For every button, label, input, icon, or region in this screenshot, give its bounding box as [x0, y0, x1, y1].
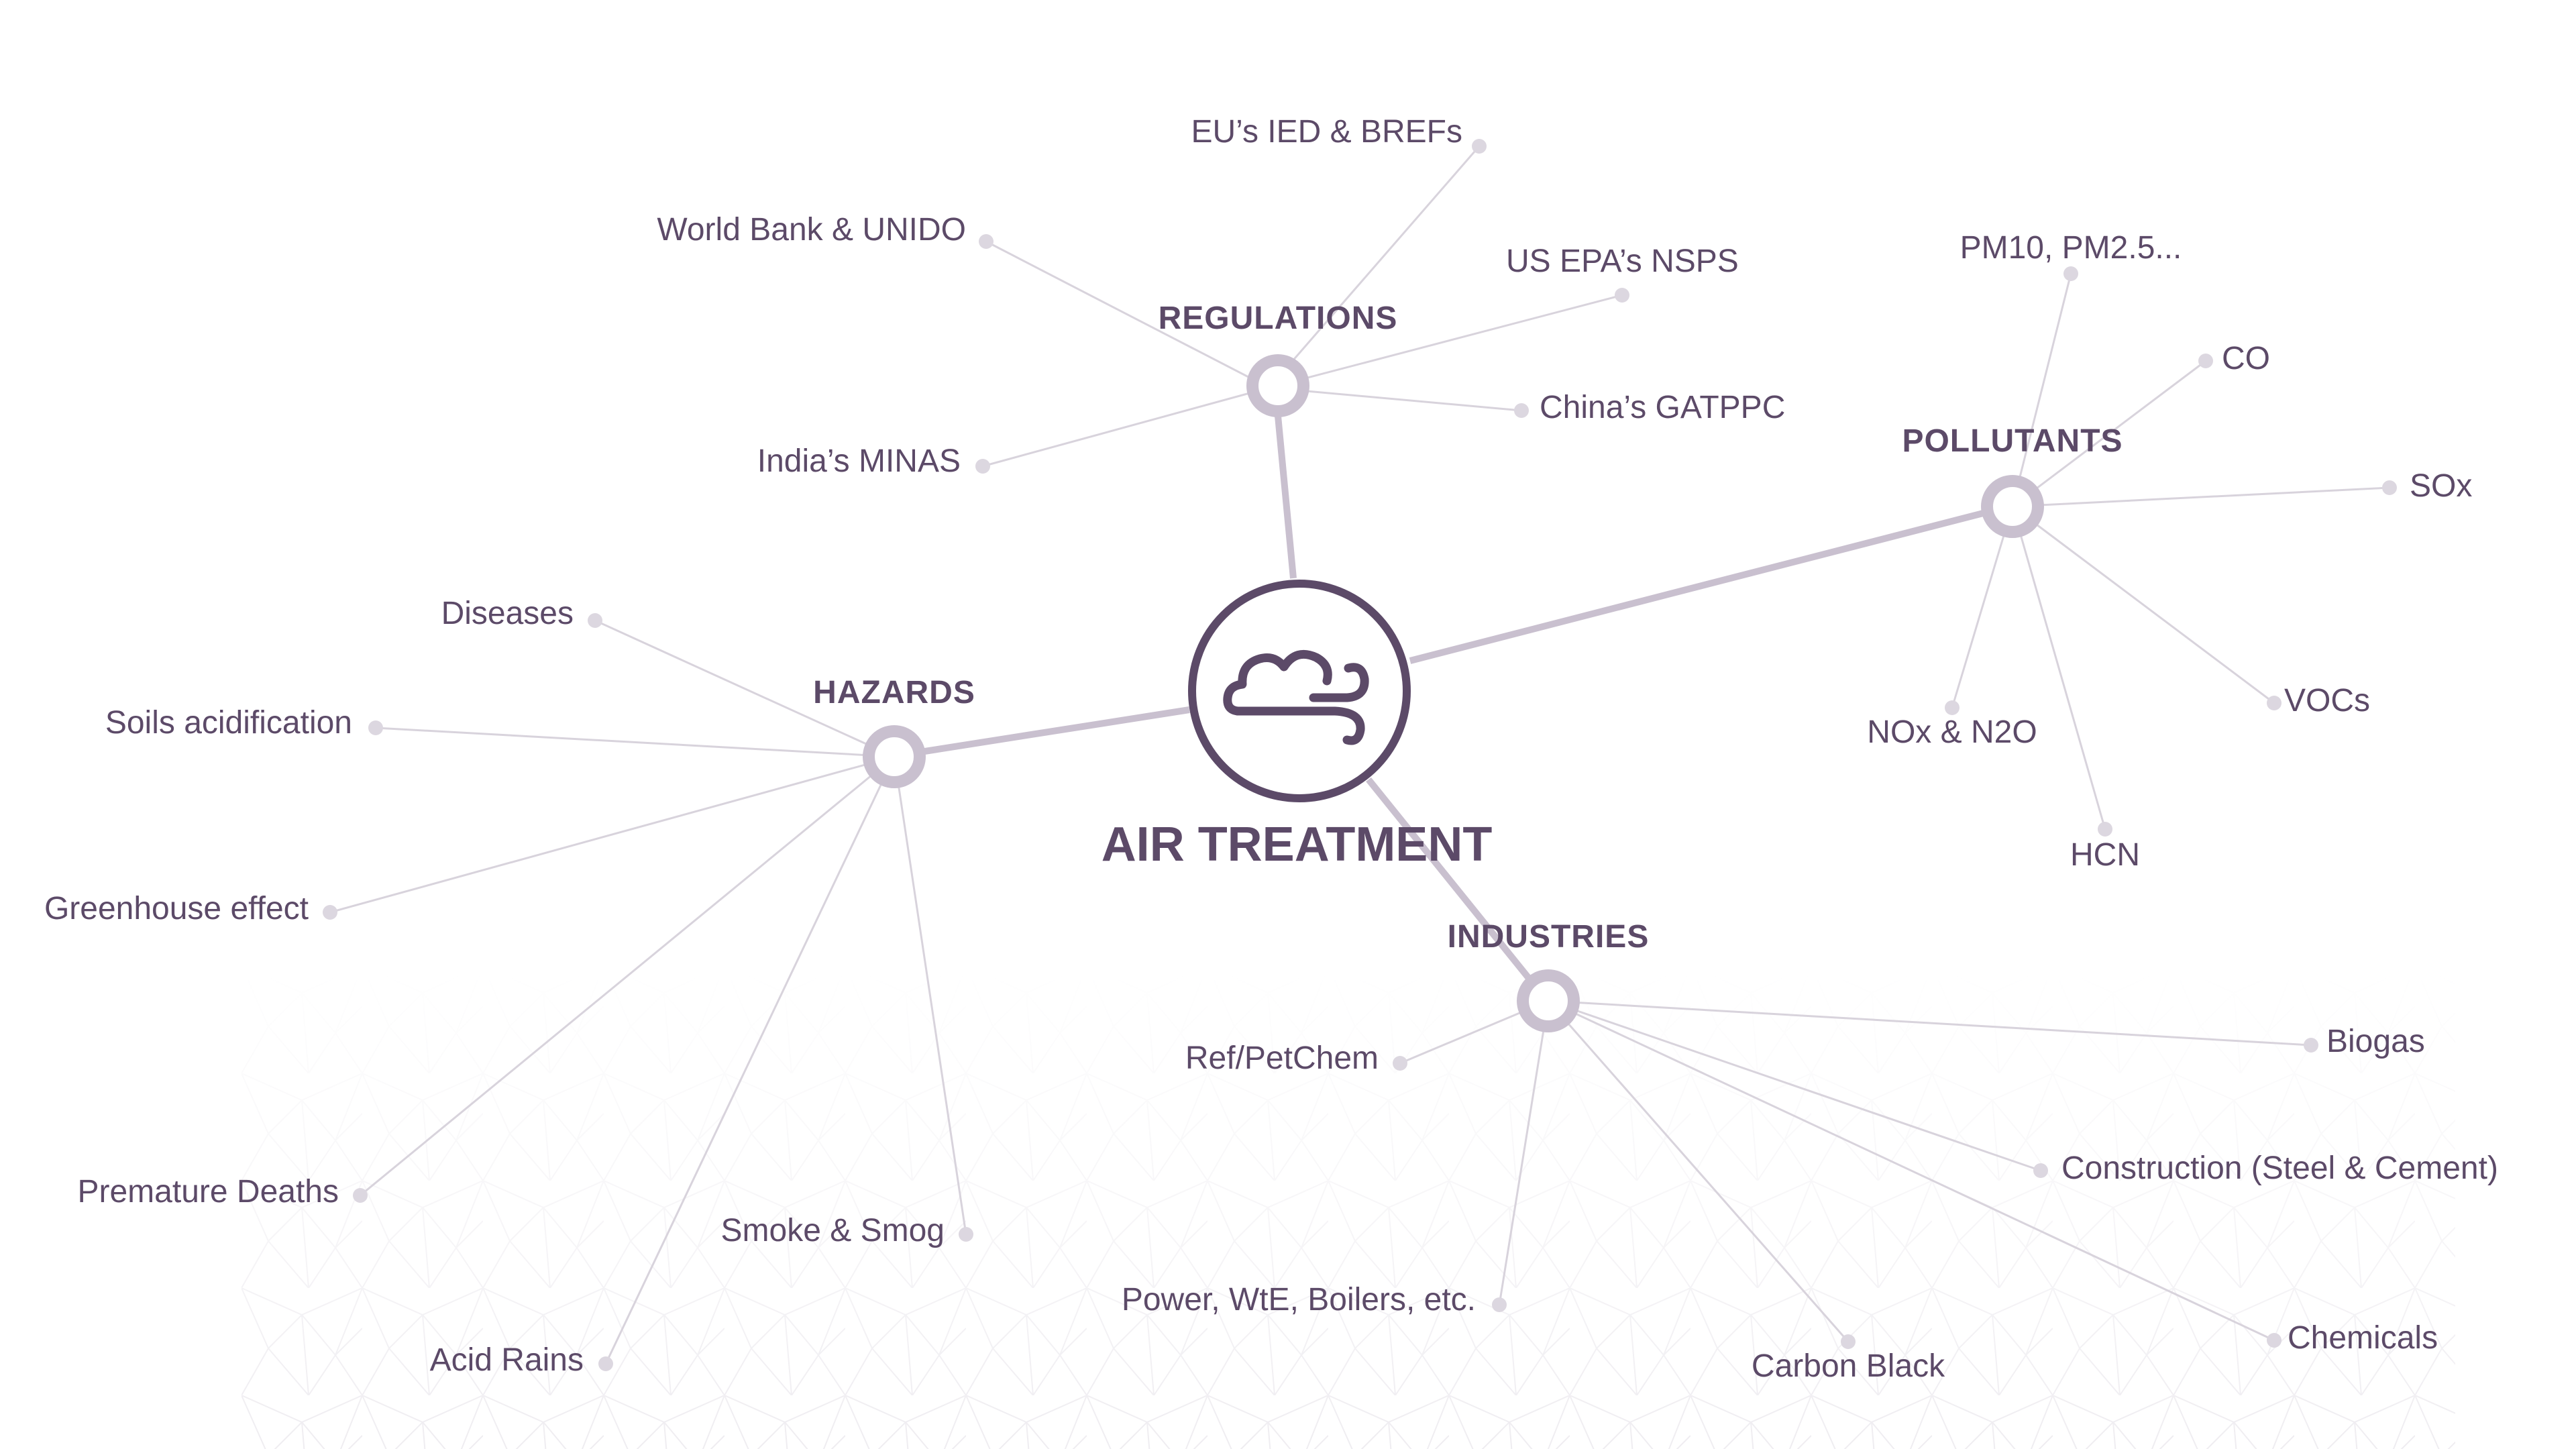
line-industries-leaf-4: [1547, 1000, 1849, 1342]
line-pollutants-leaf-3: [2012, 505, 2275, 704]
line-hazards-leaf-1: [375, 727, 895, 758]
dot-pollutants-leaf-2: [2382, 480, 2397, 495]
connector-pollutants: [1409, 508, 1990, 664]
hub-industries[interactable]: [1517, 969, 1580, 1032]
dot-industries-leaf-3: [2267, 1333, 2282, 1348]
leaf-dots: [323, 139, 2397, 1371]
hub-regulations[interactable]: [1246, 354, 1309, 417]
hub-nodes: [863, 354, 2044, 1032]
connector-industries: [1366, 777, 1534, 983]
line-hazards-leaf-0: [594, 619, 895, 758]
branch-label-regulations: REGULATIONS: [1159, 301, 1398, 336]
line-hazards-leaf-3: [360, 755, 895, 1197]
dot-regulations-leaf-4: [975, 459, 990, 474]
leaf-industries-4: Carbon Black: [1752, 1348, 1945, 1384]
center-label: AIR TREATMENT: [1102, 818, 1493, 871]
leaf-regulations-4: India’s MINAS: [757, 443, 961, 479]
leaf-pollutants-5: NOx & N2O: [1867, 714, 2037, 750]
leaf-hazards-5: Acid Rains: [430, 1342, 584, 1378]
main-connectors: [920, 415, 1990, 983]
dot-regulations-leaf-1: [979, 234, 994, 249]
hub-labels: REGULATIONS POLLUTANTS HAZARDS INDUSTRIE…: [813, 301, 2123, 955]
connector-hazards: [920, 706, 1190, 755]
leaf-pollutants-4: HCN: [2070, 837, 2140, 873]
leaf-industries-1: Biogas: [2326, 1024, 2425, 1059]
dot-pollutants-leaf-4: [2098, 822, 2112, 837]
line-pollutants-leaf-5: [1951, 506, 2014, 708]
cloud-wind-icon: [1223, 649, 1369, 745]
leaf-regulations-3: China’s GATPPC: [1540, 390, 1785, 425]
hub-pollutants[interactable]: [1981, 475, 2044, 538]
dot-hazards-leaf-5: [598, 1356, 613, 1371]
branch-label-pollutants: POLLUTANTS: [1902, 423, 2123, 459]
line-pollutants-leaf-4: [2011, 506, 2106, 830]
dot-pollutants-leaf-5: [1945, 700, 1960, 715]
dot-hazards-leaf-0: [588, 613, 602, 628]
leaf-hazards-2: Greenhouse effect: [44, 891, 309, 926]
dot-hazards-leaf-1: [368, 720, 383, 735]
leaf-pollutants-1: CO: [2222, 341, 2270, 376]
dot-regulations-leaf-2: [1615, 288, 1629, 303]
leaf-regulations-0: EU’s IED & BREFs: [1191, 114, 1462, 150]
dot-industries-leaf-2: [2033, 1163, 2048, 1178]
line-pollutants-leaf-0: [2011, 273, 2072, 507]
branch-label-industries: INDUSTRIES: [1448, 919, 1650, 955]
line-industries-leaf-5: [1498, 1000, 1550, 1305]
dot-hazards-leaf-2: [323, 905, 337, 920]
leaf-industries-3: Chemicals: [2288, 1320, 2438, 1356]
line-pollutants-leaf-1: [2012, 360, 2206, 508]
dot-pollutants-leaf-1: [2198, 354, 2213, 368]
dot-industries-leaf-1: [2304, 1038, 2318, 1053]
line-regulations-leaf-2: [1269, 294, 1623, 389]
dot-industries-leaf-4: [1841, 1334, 1856, 1349]
leaf-lines: [329, 146, 2390, 1364]
dot-pollutants-leaf-0: [2063, 266, 2078, 281]
line-regulations-leaf-1: [985, 240, 1270, 389]
leaf-regulations-2: US EPA’s NSPS: [1506, 244, 1739, 279]
leaf-industries-2: Construction (Steel & Cement): [2061, 1150, 2498, 1186]
dot-pollutants-leaf-3: [2267, 696, 2282, 710]
line-hazards-leaf-4: [893, 756, 967, 1235]
line-pollutants-leaf-2: [2012, 486, 2390, 508]
connector-regulations: [1275, 415, 1297, 579]
leaf-hazards-0: Diseases: [441, 596, 574, 631]
dot-hazards-leaf-3: [353, 1188, 368, 1203]
line-industries-leaf-2: [1548, 1000, 2041, 1172]
dot-hazards-leaf-4: [959, 1227, 973, 1242]
line-industries-leaf-1: [1548, 1000, 2312, 1046]
center-node[interactable]: AIR TREATMENT: [1102, 580, 1493, 871]
leaf-industries-0: Ref/PetChem: [1185, 1040, 1379, 1076]
leaf-hazards-1: Soils acidification: [105, 705, 352, 741]
branch-label-hazards: HAZARDS: [813, 675, 975, 710]
center-ring: [1188, 580, 1411, 802]
line-regulations-leaf-0: [1268, 146, 1481, 388]
dot-industries-leaf-0: [1393, 1056, 1407, 1071]
line-regulations-leaf-4: [982, 386, 1270, 468]
leaf-regulations-1: World Bank & UNIDO: [657, 212, 966, 248]
leaf-hazards-4: Smoke & Smog: [721, 1213, 945, 1248]
dot-regulations-leaf-0: [1472, 139, 1487, 154]
line-hazards-leaf-2: [329, 755, 895, 914]
leaf-industries-5: Power, WtE, Boilers, etc.: [1122, 1282, 1476, 1318]
leaf-hazards-3: Premature Deaths: [77, 1174, 339, 1210]
leaf-pollutants-2: SOx: [2410, 468, 2472, 504]
line-hazards-leaf-5: [604, 756, 896, 1364]
leaf-labels: EU’s IED & BREFs World Bank & UNIDO US E…: [44, 114, 2498, 1384]
leaf-pollutants-0: PM10, PM2.5...: [1960, 230, 2182, 266]
dot-industries-leaf-5: [1492, 1297, 1507, 1312]
line-regulations-leaf-3: [1269, 386, 1522, 412]
leaf-pollutants-3: VOCs: [2284, 683, 2370, 718]
line-industries-leaf-3: [1548, 1000, 2275, 1342]
hub-hazards[interactable]: [863, 725, 926, 788]
dot-regulations-leaf-3: [1514, 403, 1529, 418]
